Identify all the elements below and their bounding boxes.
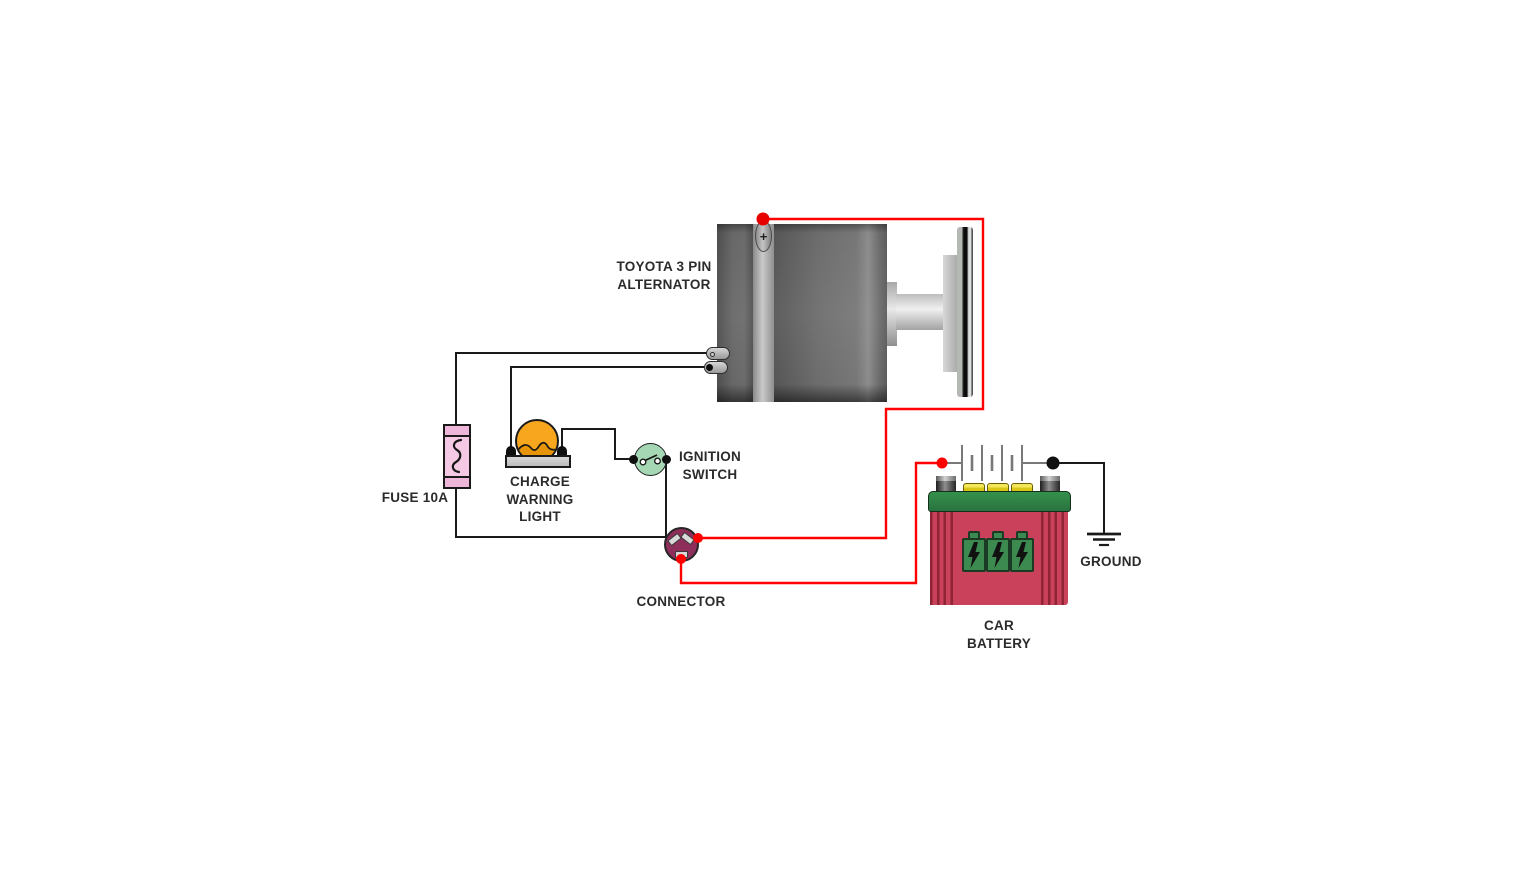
lamp-terminal-right xyxy=(557,446,567,455)
ignition-terminal-left xyxy=(629,454,638,464)
fuse-label: FUSE 10A xyxy=(381,490,449,505)
lightning-bolt-icon xyxy=(968,542,980,568)
charge-warning-light-label: CHARGE WARNING LIGHT xyxy=(470,473,610,526)
wire-lamp-to-ignition xyxy=(561,428,634,460)
alternator-body xyxy=(717,224,887,402)
alternator-pulley xyxy=(957,227,973,397)
ignition-switch-label: IGNITION SWITCH xyxy=(640,448,780,483)
lightning-bolt-icon xyxy=(992,542,1004,568)
terminal-dot-icon xyxy=(706,364,713,371)
alternator-label-line2: ALTERNATOR xyxy=(617,277,711,292)
lightning-bolt-icon xyxy=(1015,542,1028,568)
battery-label-line2: BATTERY xyxy=(967,635,1031,651)
charge-label-line2: WARNING xyxy=(506,491,574,507)
lamp-base xyxy=(505,455,571,468)
alternator-pin-terminal-bottom xyxy=(704,361,728,374)
wire-alternator-top-to-fuse xyxy=(455,352,713,426)
battery-stripes-left xyxy=(930,504,957,605)
fuse-squiggle-icon xyxy=(451,438,463,474)
connector-component xyxy=(663,526,699,562)
fuse-cap-bottom xyxy=(445,476,469,487)
connector-pin-top-right xyxy=(680,531,695,546)
junction-dot-battery-positive xyxy=(936,457,948,469)
ignition-label-line1: IGNITION xyxy=(679,449,741,464)
ground-label: GROUND xyxy=(1080,554,1142,569)
battery-cell-icon xyxy=(986,538,1010,572)
junction-dot-battery-negative xyxy=(1046,456,1060,470)
connector-pin-top-left xyxy=(667,532,682,546)
battery-label-line1: CAR xyxy=(984,618,1014,633)
fuse-cap-top xyxy=(445,426,469,437)
alternator-pulley-hub xyxy=(943,255,958,372)
battery-cell-icon xyxy=(1009,538,1034,572)
car-battery-label: CAR BATTERY xyxy=(929,617,1069,652)
alternator-shaft xyxy=(896,294,944,330)
battery-cell-symbol xyxy=(944,445,1051,481)
plus-sign: + xyxy=(759,228,768,244)
battery-top-band xyxy=(928,491,1071,512)
connector-label: CONNECTOR xyxy=(636,594,726,609)
charge-label-line1: CHARGE xyxy=(509,474,570,489)
alternator-label: TOYOTA 3 PIN ALTERNATOR xyxy=(584,258,744,294)
battery-cell-icon xyxy=(962,538,986,572)
charge-label-line3: LIGHT xyxy=(519,509,561,524)
connector-pin-bottom xyxy=(674,551,688,558)
lamp-terminal-left xyxy=(506,446,516,455)
switch-contacts-icon xyxy=(639,453,661,465)
alternator-plus-terminal: + xyxy=(755,220,772,252)
ground-symbol-icon xyxy=(1087,532,1121,547)
terminal-ring-icon xyxy=(710,351,715,357)
alternator-label-line1: TOYOTA 3 PIN xyxy=(616,259,712,274)
alternator-pin-terminal-top xyxy=(706,347,730,360)
ignition-label-line2: SWITCH xyxy=(682,466,738,482)
fuse-component xyxy=(443,424,471,489)
